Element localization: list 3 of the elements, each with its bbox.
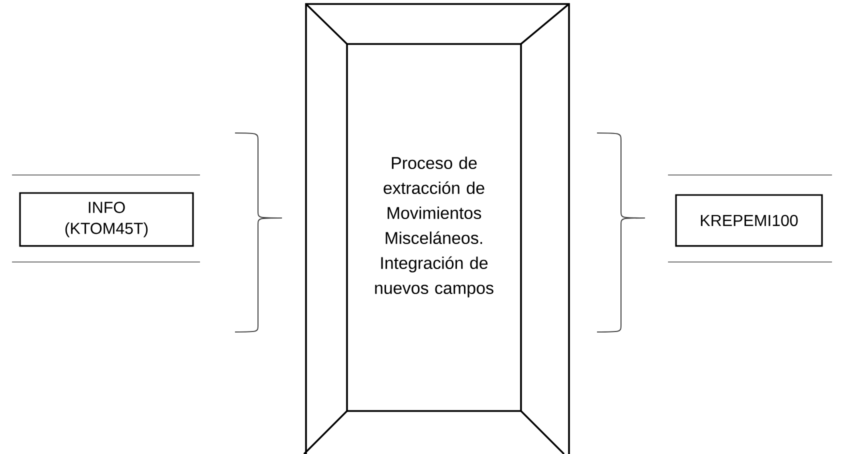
- data-box: INFO (KTOM45T): [19, 192, 194, 247]
- process-frame: Proceso de extracción de Movimientos Misceláneos. Integración de nuevos campos: [303, 3, 570, 454]
- data-box: KREPEMI100: [675, 194, 823, 247]
